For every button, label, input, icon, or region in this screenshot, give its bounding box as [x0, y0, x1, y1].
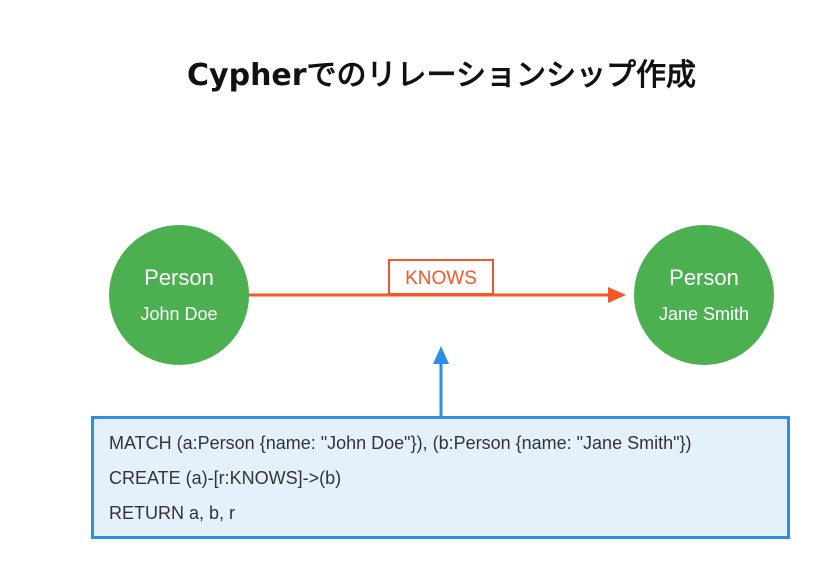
- node-jane-smith[interactable]: Person Jane Smith: [634, 225, 774, 365]
- query-line-return: RETURN a, b, r: [109, 503, 236, 523]
- pointer-arrowhead: [433, 346, 449, 364]
- node-circle: [109, 225, 249, 365]
- node-name-label: John Doe: [140, 304, 217, 324]
- relationship-label-box: [388, 259, 494, 295]
- relationship-arrowhead: [608, 287, 626, 303]
- node-type-label: Person: [669, 265, 739, 290]
- query-line-create: CREATE (a)-[r:KNOWS]->(b): [109, 468, 342, 488]
- node-type-label: Person: [144, 265, 214, 290]
- node-circle: [634, 225, 774, 365]
- node-name-label: Jane Smith: [659, 304, 749, 324]
- relationship-label: KNOWS: [405, 268, 477, 289]
- diagram-title: Cypherでのリレーションシップ作成: [187, 58, 696, 93]
- node-john-doe[interactable]: Person John Doe: [109, 225, 249, 365]
- query-line-match: MATCH (a:Person {name: "John Doe"}), (b:…: [109, 433, 692, 453]
- cypher-query-box: MATCH (a:Person {name: "John Doe"}), (b:…: [91, 416, 790, 539]
